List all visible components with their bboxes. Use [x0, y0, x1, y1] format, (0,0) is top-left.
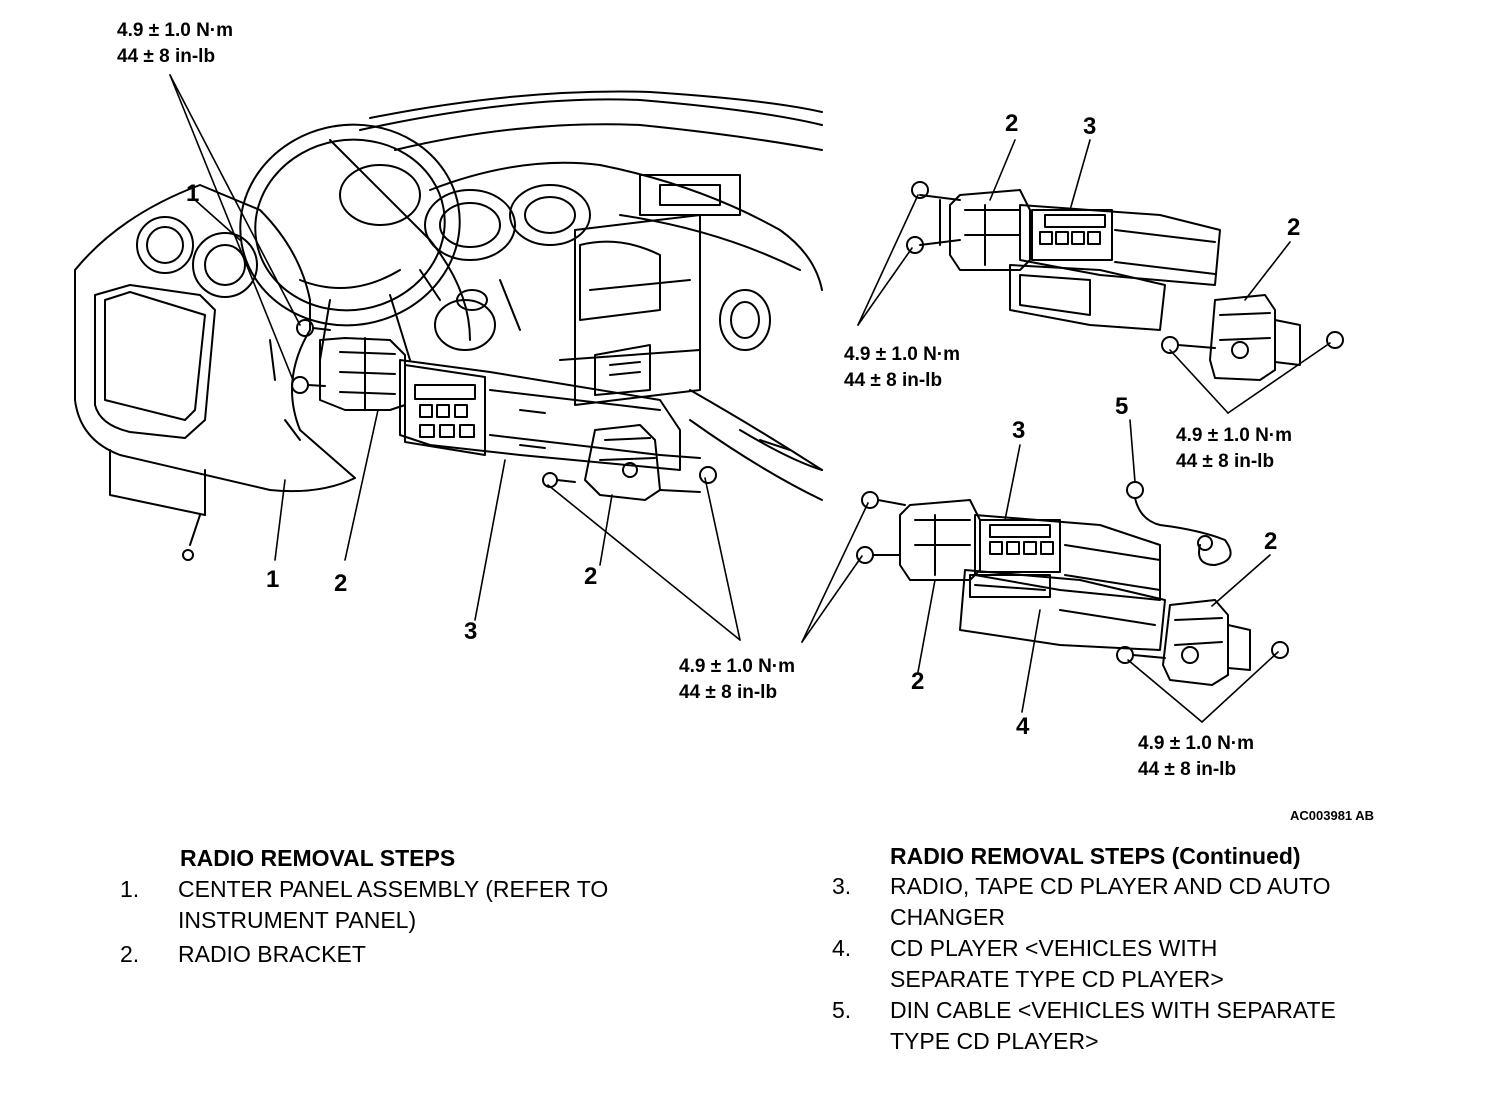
callout-2-bottom-far-right: 2: [1264, 528, 1278, 555]
callout-2-center-right: 2: [584, 563, 598, 590]
main-radio-unit: [399, 359, 681, 471]
step-text-line: INSTRUMENT PANEL): [178, 907, 417, 933]
figure-id: AC003981 AB: [1290, 808, 1375, 823]
leader-lines: [169, 74, 1331, 723]
callout-5: 5: [1115, 393, 1129, 420]
torque-inlb: 44 ± 8 in-lb: [1176, 451, 1275, 472]
radio-assembly-bottom-right: [856, 481, 1289, 686]
step-number: 4.: [832, 935, 852, 961]
step-number: 1.: [120, 876, 140, 902]
torque-label-top-left: 4.9 ± 1.0 N·m 44 ± 8 in-lb: [117, 18, 233, 70]
radio-bracket-right: [584, 424, 701, 501]
torque-inlb: 44 ± 8 in-lb: [844, 370, 943, 391]
step-number: 5.: [832, 997, 852, 1023]
torque-label-top-right-left: 4.9 ± 1.0 N·m 44 ± 8 in-lb: [844, 342, 960, 394]
steps-left-title: RADIO REMOVAL STEPS: [180, 845, 456, 871]
step-text-line: CENTER PANEL ASSEMBLY (REFER TO: [178, 876, 609, 902]
step-text-line: SEPARATE TYPE CD PLAYER>: [890, 966, 1224, 992]
callout-1-bottom: 1: [266, 566, 280, 593]
torque-nm: 4.9 ± 1.0 N·m: [1138, 733, 1255, 754]
step-text-line: RADIO BRACKET: [178, 941, 366, 967]
torque-label-center: 4.9 ± 1.0 N·m 44 ± 8 in-lb: [679, 654, 795, 706]
torque-nm: 4.9 ± 1.0 N·m: [117, 20, 234, 41]
step-number: 2.: [120, 941, 140, 967]
callout-2-center-left: 2: [334, 570, 348, 597]
torque-inlb: 44 ± 8 in-lb: [1138, 759, 1237, 780]
torque-label-top-right-right: 4.9 ± 1.0 N·m 44 ± 8 in-lb: [1176, 423, 1292, 475]
steps-right-title: RADIO REMOVAL STEPS (Continued): [890, 843, 1301, 869]
callout-3-center: 3: [464, 618, 478, 645]
callout-2-top-right: 2: [1005, 110, 1019, 137]
callout-2-top-far-right: 2: [1287, 214, 1301, 241]
radio-assembly-top-right: [906, 181, 1344, 381]
radio-bracket-left: [319, 337, 406, 411]
torque-nm: 4.9 ± 1.0 N·m: [679, 656, 796, 677]
callout-4: 4: [1016, 713, 1030, 740]
callout-2-bottom-right: 2: [911, 668, 925, 695]
step-text-line: CD PLAYER <VEHICLES WITH: [890, 935, 1218, 961]
step-text-line: TYPE CD PLAYER>: [890, 1028, 1099, 1054]
step-text-line: RADIO, TAPE CD PLAYER AND CD AUTO: [890, 873, 1331, 899]
step-item: 5. DIN CABLE <VEHICLES WITH SEPARATE TYP…: [832, 995, 1472, 1057]
torque-nm: 4.9 ± 1.0 N·m: [844, 344, 961, 365]
callout-3-bottom-right: 3: [1012, 417, 1026, 444]
step-item: 4. CD PLAYER <VEHICLES WITH SEPARATE TYP…: [832, 933, 1472, 995]
center-panel-assembly: [74, 184, 356, 561]
step-item: 3. RADIO, TAPE CD PLAYER AND CD AUTO CHA…: [832, 871, 1472, 933]
step-text-line: DIN CABLE <VEHICLES WITH SEPARATE: [890, 997, 1336, 1023]
dash-radio-housing: [559, 174, 741, 406]
torque-label-bottom-right: 4.9 ± 1.0 N·m 44 ± 8 in-lb: [1138, 731, 1254, 783]
dashboard-outline: [329, 90, 823, 501]
step-item: 1. CENTER PANEL ASSEMBLY (REFER TO INSTR…: [120, 874, 720, 936]
callout-1-top: 1: [186, 180, 200, 207]
step-text-line: CHANGER: [890, 904, 1006, 930]
steering-wheel: [239, 123, 461, 361]
bolts-center: [291, 319, 717, 488]
step-number: 3.: [832, 873, 852, 899]
torque-nm: 4.9 ± 1.0 N·m: [1176, 425, 1293, 446]
torque-inlb: 44 ± 8 in-lb: [117, 46, 216, 67]
callout-3-top-right: 3: [1083, 113, 1097, 140]
step-item: 2. RADIO BRACKET: [120, 939, 720, 970]
torque-inlb: 44 ± 8 in-lb: [679, 682, 778, 703]
